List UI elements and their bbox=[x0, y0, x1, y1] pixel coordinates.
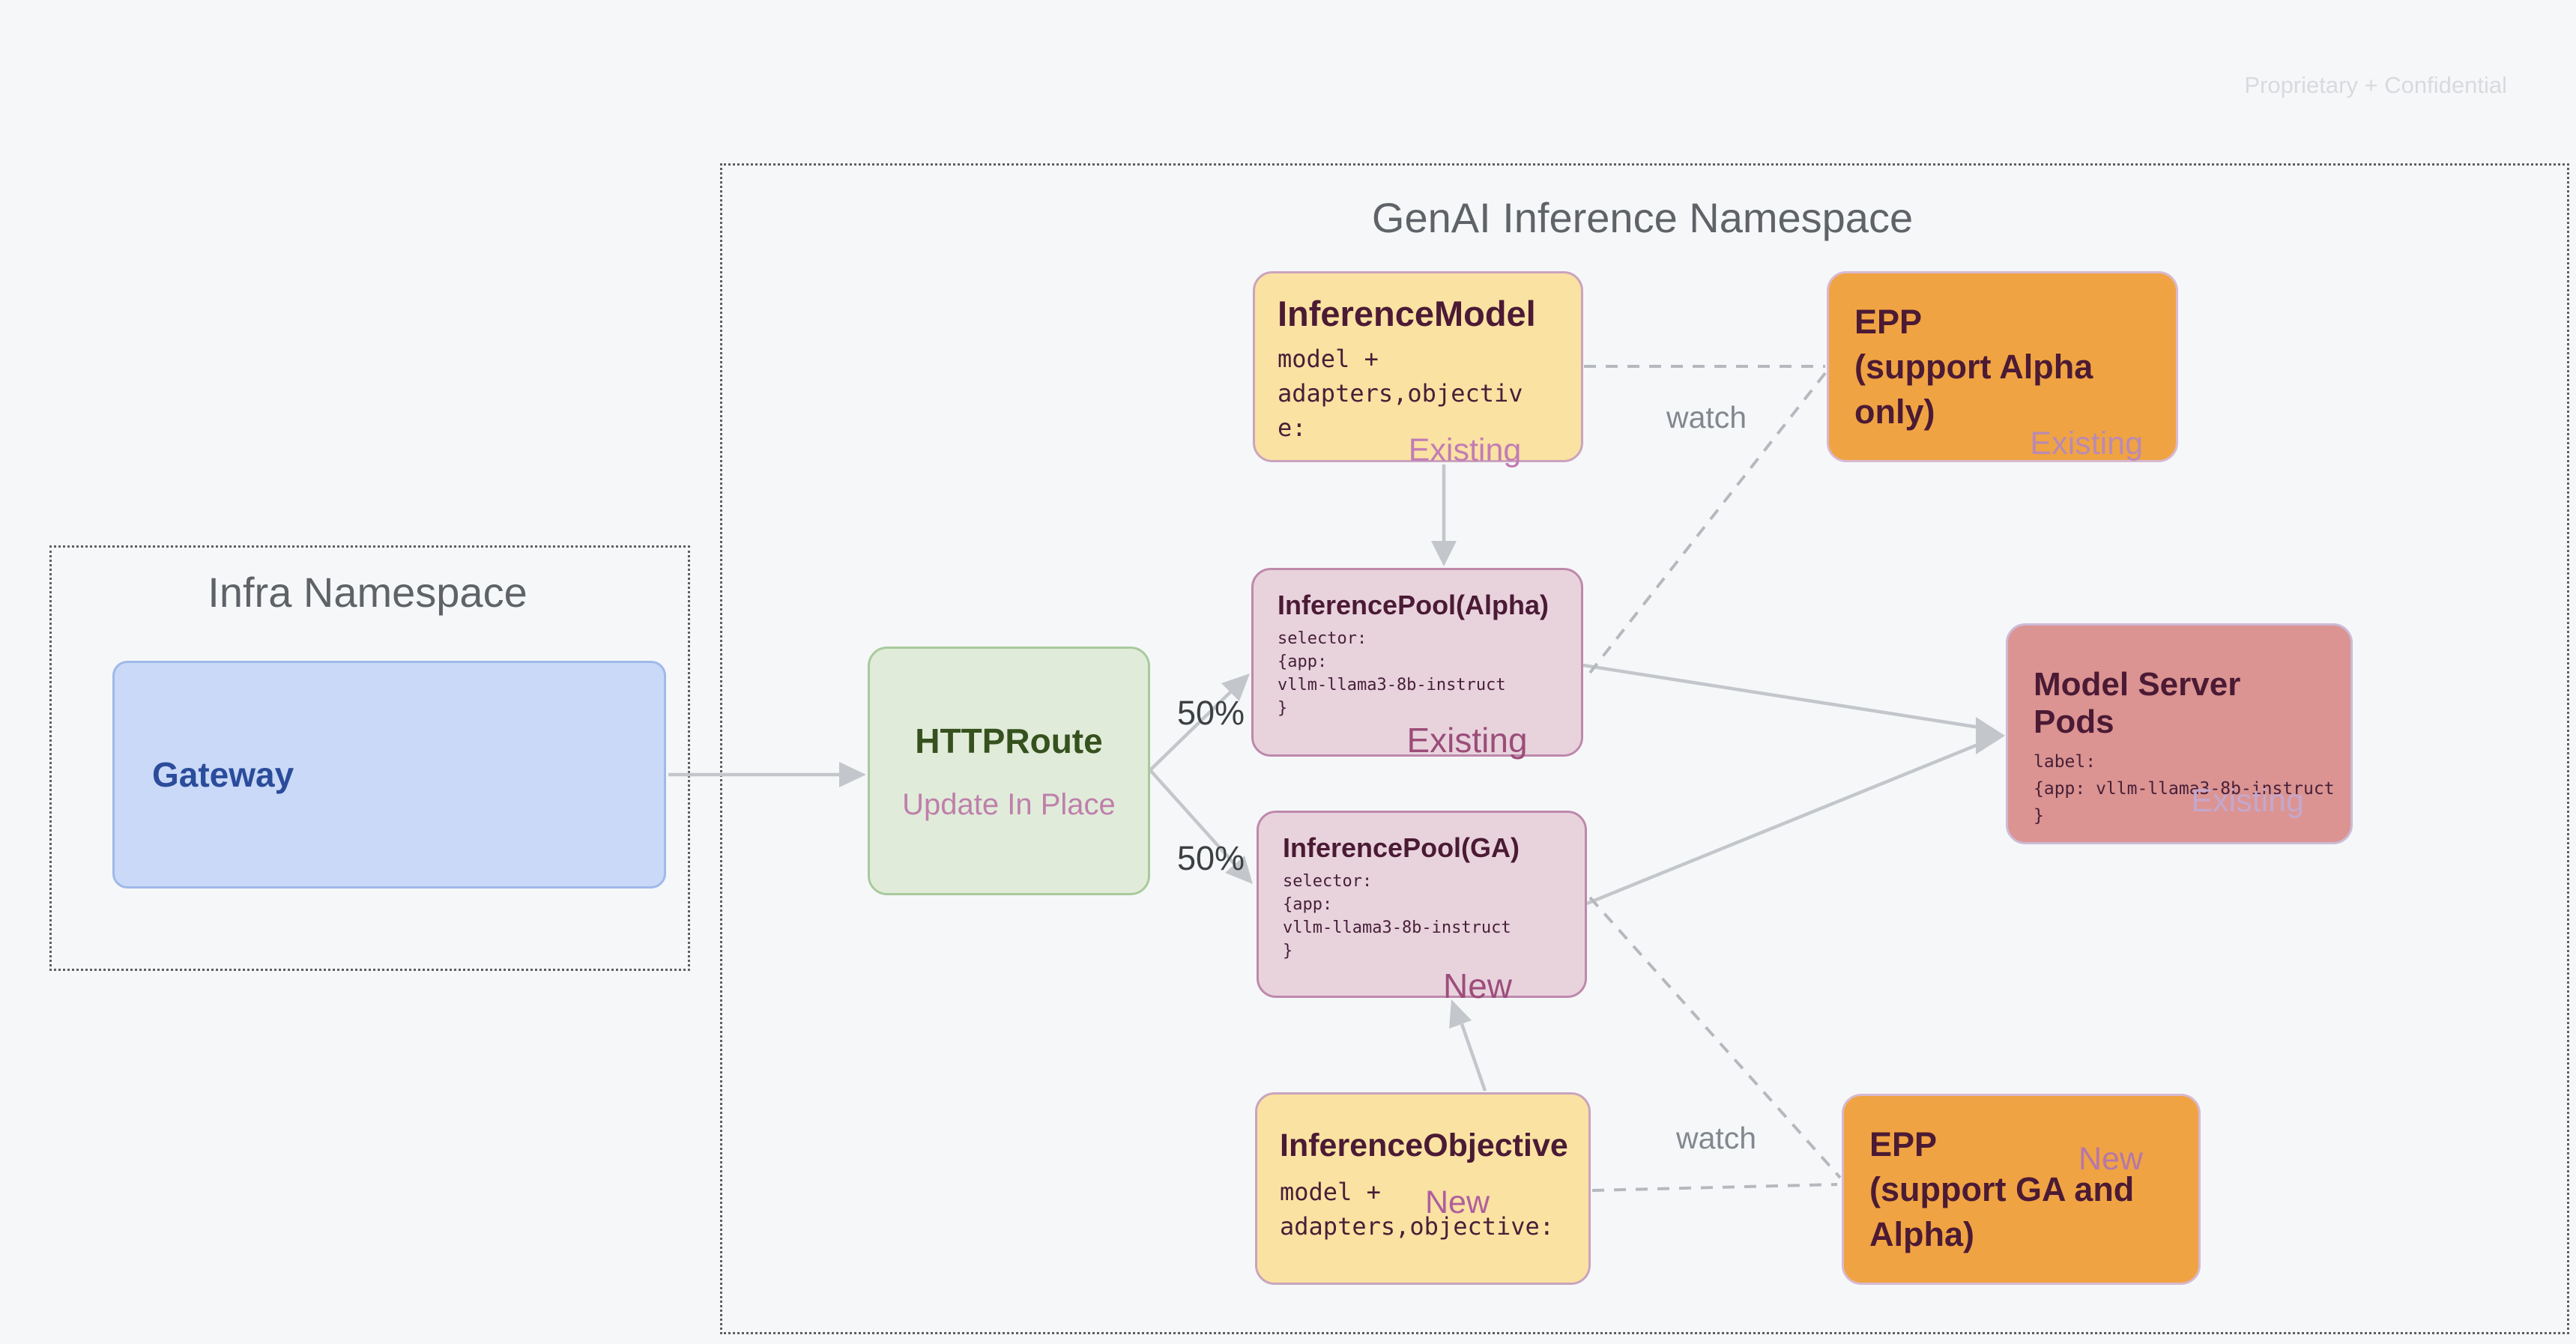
pool-alpha-status-badge: Existing bbox=[1406, 721, 1528, 760]
pods-code-line: } bbox=[2034, 806, 2044, 826]
objective-code-line: adapters,objective: bbox=[1280, 1212, 1555, 1241]
inference-model-title: InferenceModel bbox=[1278, 294, 1536, 333]
epp-alpha-title: EPP bbox=[1854, 302, 1923, 341]
watch-label-bottom: watch bbox=[1676, 1121, 1757, 1155]
inference-model-code-line: adapters,objectiv bbox=[1278, 379, 1523, 408]
watermark-text: Proprietary + Confidential bbox=[2244, 72, 2507, 98]
pool-ga-code-line: vllm-llama3-8b-instruct bbox=[1283, 918, 1511, 937]
inference-model-status-badge: Existing bbox=[1408, 432, 1522, 468]
watch-label-top: watch bbox=[1666, 400, 1747, 435]
epp-alpha-title-line2: (support Alpha only) bbox=[1854, 347, 2093, 431]
pool-ga-code-line: } bbox=[1283, 942, 1293, 960]
genai-namespace-group bbox=[720, 163, 2569, 1334]
pods-code-line: {app: vllm-llama3-8b-instruct bbox=[2034, 779, 2335, 799]
epp-alpha-status-badge: Existing bbox=[2030, 426, 2143, 461]
pool-ga-status-badge: New bbox=[1442, 966, 1513, 1005]
pods-code-line: label: bbox=[2034, 752, 2096, 772]
infra-namespace-group bbox=[49, 545, 690, 971]
traffic-split-label-bottom: 50% bbox=[1177, 839, 1245, 877]
node-inference-objective: InferenceObjective model + adapters,obje… bbox=[1255, 1092, 1591, 1285]
httproute-title: HTTPRoute bbox=[915, 721, 1103, 760]
objective-title: InferenceObjective bbox=[1280, 1127, 1568, 1163]
pool-alpha-code-line: {app: bbox=[1278, 653, 1328, 671]
node-inference-model: InferenceModel model + adapters,objectiv… bbox=[1253, 271, 1583, 468]
infra-namespace-title: Infra Namespace bbox=[208, 569, 527, 616]
objective-status-badge: New bbox=[1425, 1184, 1490, 1220]
objective-code-line: model + bbox=[1280, 1178, 1381, 1206]
gateway-title: Gateway bbox=[152, 755, 294, 794]
pool-ga-title: InferencePool(GA) bbox=[1283, 832, 1520, 863]
inference-model-code-line: model + bbox=[1278, 345, 1379, 373]
node-inference-pool-alpha: InferencePool(Alpha) selector: {app: vll… bbox=[1251, 568, 1583, 760]
node-gateway: Gateway bbox=[112, 661, 666, 889]
traffic-split-label-top: 50% bbox=[1177, 694, 1245, 732]
httproute-subtitle: Update In Place bbox=[902, 787, 1116, 821]
genai-namespace-title: GenAI Inference Namespace bbox=[1371, 194, 1914, 241]
node-epp-alpha: EPP (support Alpha only) Existing bbox=[1827, 271, 2178, 462]
pool-alpha-title: InferencePool(Alpha) bbox=[1278, 590, 1549, 620]
epp-ga-title: EPP bbox=[1869, 1124, 1938, 1163]
node-inference-pool-ga: InferencePool(GA) selector: {app: vllm-l… bbox=[1257, 811, 1587, 1005]
node-epp-ga: EPP (support GA and Alpha) New bbox=[1842, 1094, 2201, 1285]
pods-title: Model Server Pods bbox=[2034, 666, 2241, 740]
node-httproute: HTTPRoute Update In Place bbox=[868, 647, 1150, 895]
inference-model-code-line: e: bbox=[1278, 414, 1307, 442]
pool-alpha-code-line: selector: bbox=[1278, 629, 1367, 648]
epp-ga-title-line2: (support GA and Alpha) bbox=[1869, 1169, 2135, 1253]
pool-ga-code-line: {app: bbox=[1283, 895, 1333, 914]
pool-alpha-code-line: vllm-llama3-8b-instruct bbox=[1278, 676, 1506, 694]
pods-status-badge: Existing bbox=[2191, 783, 2304, 819]
pool-ga-code-line: selector: bbox=[1283, 872, 1373, 891]
pool-alpha-code-line: } bbox=[1278, 699, 1288, 718]
node-model-server-pods: Model Server Pods label: {app: vllm-llam… bbox=[2006, 623, 2353, 844]
epp-ga-status-badge: New bbox=[2078, 1141, 2143, 1177]
